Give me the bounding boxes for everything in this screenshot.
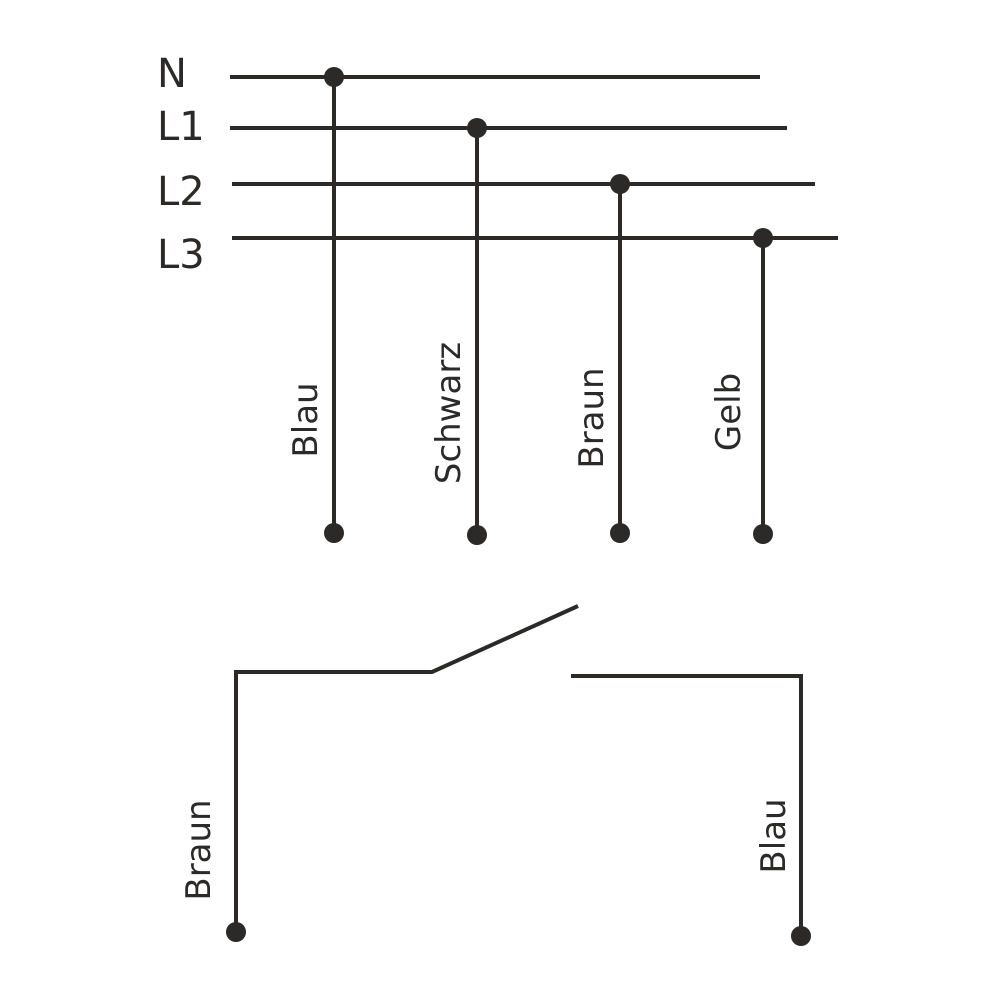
switch-left-wire [234, 604, 579, 932]
switch-right-wire [571, 674, 803, 936]
terminal-dot [467, 525, 487, 545]
bus-label-l2: L2 [157, 169, 205, 215]
terminal-dot [226, 922, 246, 942]
terminal-dot [791, 926, 811, 946]
wire-label-braun: Braun [572, 367, 612, 468]
bus-label-l1: L1 [157, 104, 205, 150]
junction-dot [324, 67, 344, 87]
terminal-dot [753, 524, 773, 544]
terminal-dot [324, 523, 344, 543]
junction-dot [467, 118, 487, 138]
terminal-dot [610, 523, 630, 543]
switch-label-braun: Braun [179, 799, 219, 900]
wire-label-schwarz: Schwarz [429, 342, 469, 484]
wire-label-blau: Blau [286, 382, 326, 457]
bus-label-l3: L3 [157, 232, 205, 278]
junction-dot [753, 228, 773, 248]
switch-label-blau: Blau [754, 798, 794, 873]
wire-label-gelb: Gelb [709, 373, 749, 451]
junction-dot [610, 174, 630, 194]
bus-label-n: N [157, 51, 187, 97]
